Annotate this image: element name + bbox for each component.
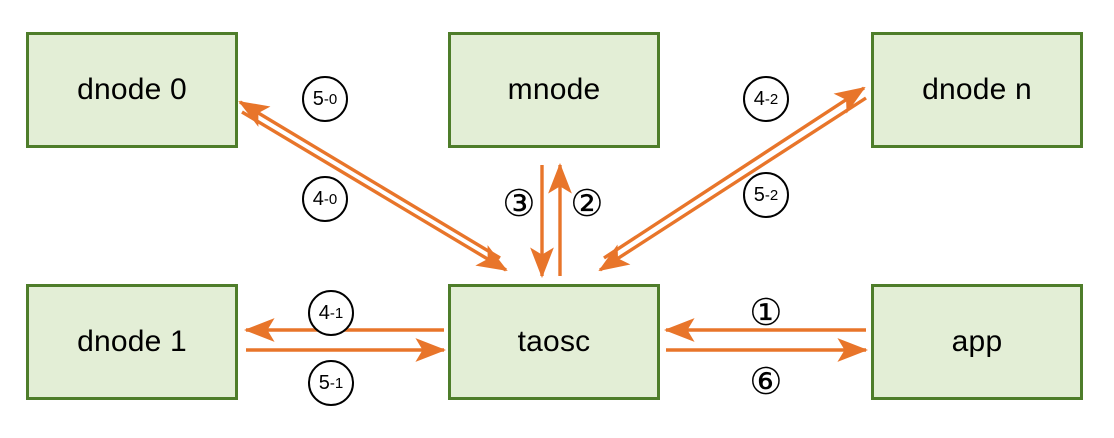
edge-label-suffix: -0 xyxy=(323,190,338,208)
edge-label-3: ③ xyxy=(502,181,536,225)
node-label: dnode 1 xyxy=(77,325,187,358)
edge-label-4-2: 4-2 xyxy=(743,76,789,122)
edge-label-suffix: -2 xyxy=(764,186,779,204)
node-mnode[interactable]: mnode xyxy=(448,32,660,148)
node-label: taosc xyxy=(517,325,591,358)
edge-label-num: 5 xyxy=(753,184,765,206)
edge-label-4-0: 4-0 xyxy=(302,176,348,222)
edge-label-num: 4 xyxy=(753,88,765,110)
edge-label-suffix: -1 xyxy=(329,374,344,392)
node-dnode-1[interactable]: dnode 1 xyxy=(26,284,238,400)
node-label: dnode n xyxy=(922,73,1032,106)
edge-label-num: 4 xyxy=(312,188,324,210)
node-app[interactable]: app xyxy=(871,284,1083,400)
node-label: dnode 0 xyxy=(77,73,187,106)
node-dnode-n[interactable]: dnode n xyxy=(871,32,1083,148)
edge-label-num: 5 xyxy=(312,88,324,110)
edge-label-suffix: -2 xyxy=(764,90,779,108)
node-label: mnode xyxy=(507,73,601,106)
edge-label-2: ② xyxy=(570,181,604,225)
edge-label-num: 5 xyxy=(318,372,330,394)
edge-label-5-1: 5-1 xyxy=(308,360,354,406)
node-label: app xyxy=(951,325,1003,358)
edge-label-6: ⑥ xyxy=(749,359,783,403)
edge-label-5-2: 5-2 xyxy=(743,172,789,218)
edge-label-suffix: -0 xyxy=(323,90,338,108)
edge-label-suffix: -1 xyxy=(329,304,344,322)
edge-label-4-1: 4-1 xyxy=(308,290,354,336)
edge-label-5-0: 5-0 xyxy=(302,76,348,122)
edge-label-num: 4 xyxy=(318,302,330,324)
edge-label-1: ① xyxy=(749,290,783,334)
node-dnode-0[interactable]: dnode 0 xyxy=(26,32,238,148)
node-taosc[interactable]: taosc xyxy=(448,284,660,400)
